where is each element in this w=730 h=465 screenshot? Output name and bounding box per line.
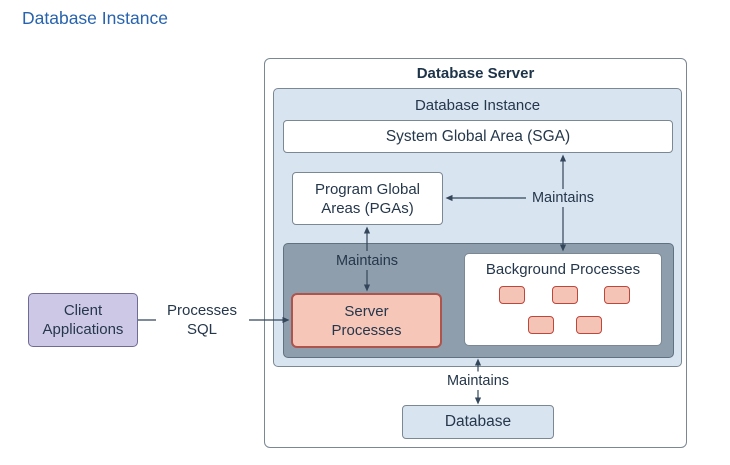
processes-sql-label: Processes SQL (166, 302, 238, 338)
sga-label: System Global Area (SGA) (385, 127, 571, 145)
server-processes-label: Server Processes (331, 302, 402, 339)
maintains-label-sga-pga: Maintains (531, 190, 595, 206)
database-instance-title: Database Instance (414, 97, 541, 114)
background-process-block (604, 286, 630, 304)
database-server-title: Database Server (416, 65, 535, 82)
database-box: Database (402, 405, 554, 439)
sga-box: System Global Area (SGA) (283, 120, 673, 153)
pga-label: Program Global Areas (PGAs) (314, 180, 421, 217)
background-process-block (576, 316, 602, 334)
background-process-block (552, 286, 578, 304)
database-label: Database (444, 413, 512, 430)
client-applications-box: Client Applications (28, 293, 138, 347)
client-applications-label: Client Applications (42, 302, 124, 338)
background-processes-title: Background Processes (485, 261, 641, 278)
page-title: Database Instance (22, 8, 168, 28)
background-process-block (499, 286, 525, 304)
maintains-label-database: Maintains (446, 373, 510, 389)
maintains-label-pga-server: Maintains (335, 253, 399, 269)
pga-box: Program Global Areas (PGAs) (292, 172, 443, 225)
server-processes-box: Server Processes (291, 293, 442, 348)
background-process-block (528, 316, 554, 334)
